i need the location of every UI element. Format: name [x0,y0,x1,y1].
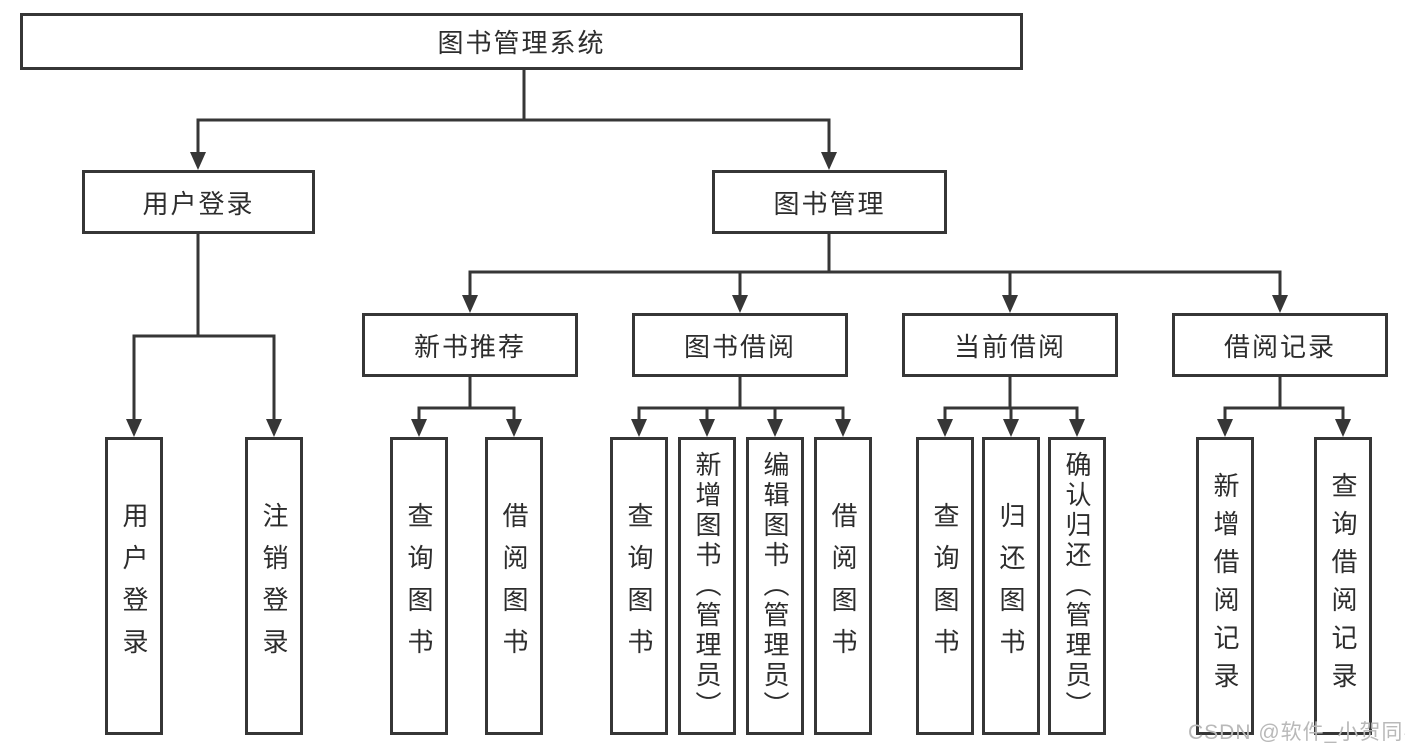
leaf-return-books-label: 归还图书 [996,502,1026,670]
leaf-query-books-recommend-label: 查询图书 [404,502,434,670]
leaf-logout-label: 注销登录 [259,502,289,670]
leaf-add-books-admin-label: 新增图书（管理员） [692,451,722,721]
leaf-borrow-books: 借阅图书 [814,437,872,735]
leaf-borrow-books-recommend-label: 借阅图书 [499,502,529,670]
node-user-login: 用户登录 [82,170,315,234]
node-current-borrow-label: 当前借阅 [953,331,1066,362]
leaf-return-books: 归还图书 [982,437,1040,735]
node-user-login-label: 用户登录 [142,188,255,219]
leaf-query-borrow-record-label: 查询借阅记录 [1328,472,1358,700]
leaf-query-books-recommend: 查询图书 [390,437,448,735]
leaf-edit-books-admin: 编辑图书（管理员） [746,437,804,735]
leaf-edit-books-admin-label: 编辑图书（管理员） [760,451,790,721]
leaf-user-login: 用户登录 [105,437,163,735]
node-new-book-recommend-label: 新书推荐 [413,331,526,362]
leaf-logout: 注销登录 [245,437,303,735]
node-root-label: 图书管理系统 [437,28,606,58]
node-book-borrow: 图书借阅 [632,313,848,377]
leaf-add-borrow-record-label: 新增借阅记录 [1210,472,1240,700]
node-borrow-records-label: 借阅记录 [1223,331,1336,362]
node-current-borrow: 当前借阅 [902,313,1118,377]
leaf-query-borrow-record: 查询借阅记录 [1314,437,1372,735]
leaf-borrow-books-recommend: 借阅图书 [485,437,543,735]
node-borrow-records: 借阅记录 [1172,313,1388,377]
leaf-query-books-current-label: 查询图书 [930,502,960,670]
csdn-watermark: CSDN @软件_小贺同学 [1188,721,1405,744]
connector-lines [132,70,1345,425]
node-book-borrow-label: 图书借阅 [683,331,796,362]
leaf-borrow-books-label: 借阅图书 [828,502,858,670]
leaf-query-books-borrow: 查询图书 [610,437,668,735]
node-root-system: 图书管理系统 [20,13,1023,70]
leaf-query-books-current: 查询图书 [916,437,974,735]
leaf-add-borrow-record: 新增借阅记录 [1196,437,1254,735]
node-new-book-recommend: 新书推荐 [362,313,578,377]
node-book-management-label: 图书管理 [773,188,886,219]
leaf-add-books-admin: 新增图书（管理员） [678,437,736,735]
leaf-confirm-return-admin: 确认归还（管理员） [1048,437,1106,735]
leaf-confirm-return-admin-label: 确认归还（管理员） [1062,451,1092,721]
node-book-management: 图书管理 [712,170,947,234]
leaf-query-books-borrow-label: 查询图书 [624,502,654,670]
leaf-user-login-label: 用户登录 [119,502,149,670]
